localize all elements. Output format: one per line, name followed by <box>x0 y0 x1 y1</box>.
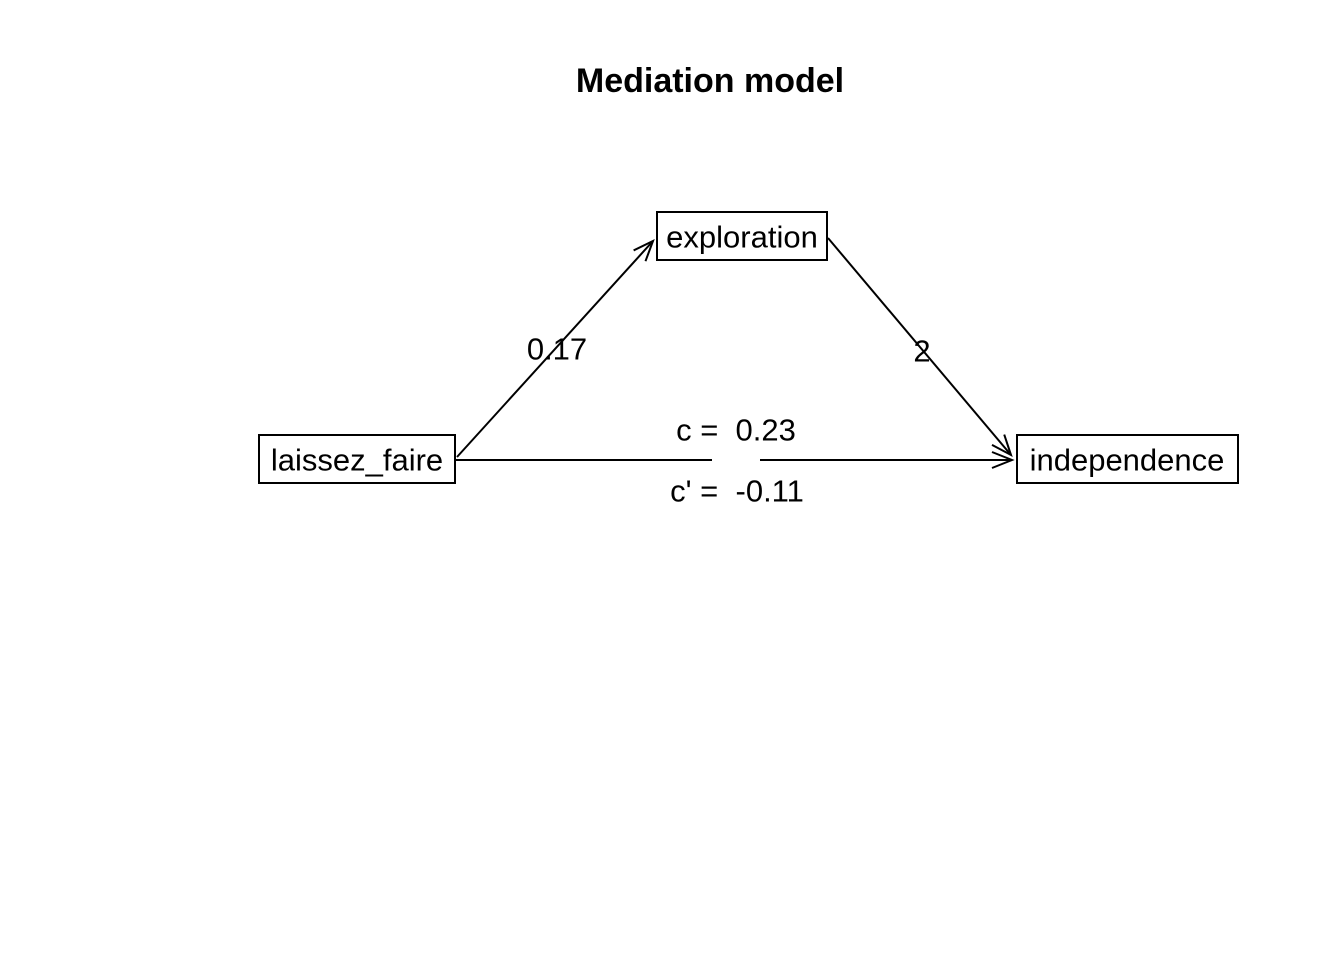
edge-c-path: c = 0.23 c' = -0.11 <box>456 413 1015 509</box>
node-exploration-label: exploration <box>666 220 818 255</box>
edge-b-line <box>827 237 1013 458</box>
edge-b-path: 2 <box>827 237 1013 458</box>
node-laissez-faire: laissez_faire <box>258 434 456 484</box>
edge-a-path: 0.17 <box>456 239 655 458</box>
node-exploration: exploration <box>656 211 828 261</box>
edge-a-label: 0.17 <box>527 332 587 367</box>
node-independence: independence <box>1016 434 1239 484</box>
node-laissez-faire-label: laissez_faire <box>271 443 443 478</box>
node-laissez-faire-box <box>258 434 456 484</box>
edge-c-prime-direct-label: c' = -0.11 <box>670 474 804 509</box>
node-independence-box <box>1016 434 1239 484</box>
edge-b-label: 2 <box>913 334 930 369</box>
plot-title: Mediation model <box>576 62 844 100</box>
node-exploration-box <box>656 211 828 261</box>
edge-a-line <box>456 239 655 458</box>
edge-c-total-label: c = 0.23 <box>676 413 796 448</box>
node-independence-label: independence <box>1030 443 1225 478</box>
